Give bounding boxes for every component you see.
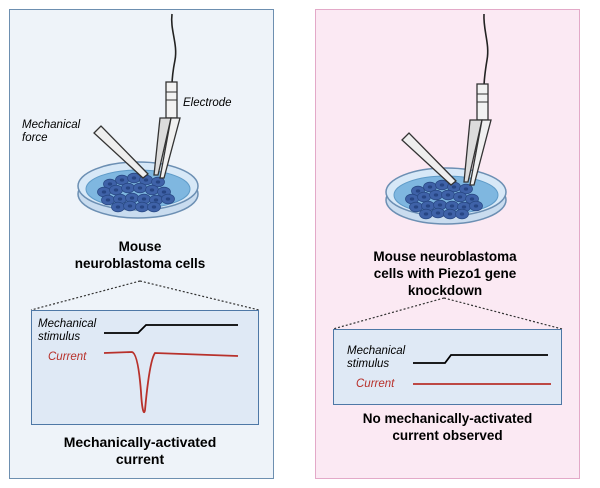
cell-nucleus-icon [423,212,429,216]
cell-nucleus-icon [473,204,479,208]
cell-nucleus-icon [165,197,171,201]
cell-nucleus-icon [447,212,453,216]
cell-nucleus-icon [415,189,421,193]
cell-type-label: Mouse neuroblastoma cells with Piezo1 ge… [373,249,517,298]
cell-nucleus-icon [425,204,431,208]
cell-nucleus-icon [461,205,467,209]
cell-nucleus-icon [449,204,455,208]
right-recording-box [333,329,562,405]
cell-nucleus-icon [161,190,167,194]
cell-nucleus-icon [117,197,123,201]
electrode-cable [170,13,177,87]
cell-nucleus-icon [427,185,433,189]
cell-nucleus-icon [437,203,443,207]
pipette-icon [401,132,457,186]
cell-nucleus-icon [421,195,427,199]
cell-nucleus-icon [107,182,113,186]
cell-nucleus-icon [155,180,161,184]
cell-nucleus-icon [413,205,419,209]
cell-nucleus-icon [125,186,131,190]
cell-nucleus-icon [409,197,415,201]
current-trace [103,351,239,414]
cell-nucleus-icon [143,178,149,182]
cell-nucleus-icon [433,193,439,197]
cell-nucleus-icon [445,193,451,197]
mechanical-force-label: Mechanical force [22,119,81,144]
electrode-cable [483,13,489,89]
result-label: Mechanically-activated current [63,434,217,467]
electrode-label: Electrode [183,97,232,109]
cell-nucleus-icon [119,178,125,182]
cell-cluster-icon [405,179,483,220]
cell-nucleus-icon [127,204,133,208]
cell-type-label: Mouse neuroblastoma cells [74,239,206,271]
cell-nucleus-icon [139,205,145,209]
cell-nucleus-icon [439,183,445,187]
pipette-icon [93,125,149,179]
electrode-icon [463,83,492,186]
cell-nucleus-icon [451,185,457,189]
cell-nucleus-icon [151,205,157,209]
cell-nucleus-icon [131,176,137,180]
cell-nucleus-icon [153,198,159,202]
stimulus-label: Mechanical stimulus [347,345,406,370]
current-label: Current [356,378,395,390]
cell-nucleus-icon [469,197,475,201]
cell-nucleus-icon [463,187,469,191]
cell-nucleus-icon [129,196,135,200]
cell-nucleus-icon [457,195,463,199]
cell-nucleus-icon [137,186,143,190]
result-label: No mechanically-activated current observ… [362,411,533,443]
stimulus-trace [413,354,548,364]
cell-nucleus-icon [113,188,119,192]
cell-nucleus-icon [115,205,121,209]
electrode-icon [153,81,181,179]
cell-cluster-icon [97,172,175,213]
stimulus-label: Mechanical stimulus [38,318,97,343]
cell-nucleus-icon [105,198,111,202]
cell-nucleus-icon [101,190,107,194]
current-label: Current [48,351,87,363]
stimulus-trace [104,324,238,334]
cell-nucleus-icon [149,188,155,192]
cell-nucleus-icon [141,197,147,201]
cell-nucleus-icon [435,211,441,215]
cell-nucleus-icon [459,212,465,216]
